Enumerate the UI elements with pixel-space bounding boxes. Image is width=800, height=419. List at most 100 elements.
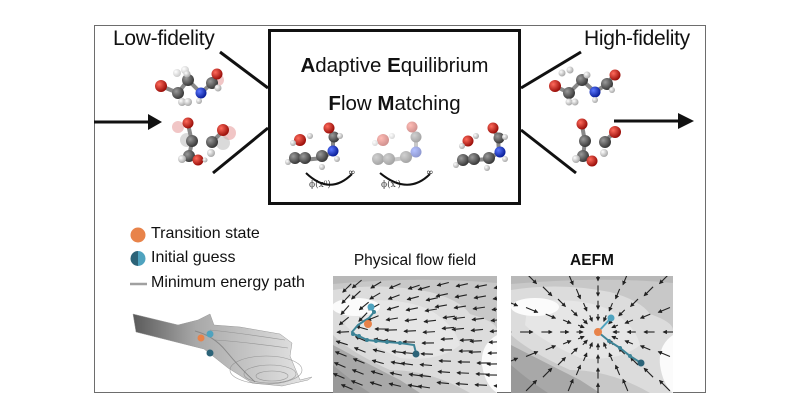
legend-initial-guess: Initial guess [151,249,236,266]
aefm-flow-arrow [577,324,585,329]
physical-initial-guess-dark [412,350,420,358]
physical-flow-arrow [452,316,466,321]
surface-initial-guess-light [206,330,214,338]
left-funnel-bottom [212,126,269,175]
method-box: Adaptive Equilibrium Flow Matching ϕ(x⁰)… [268,29,521,205]
aefm-flow-arrow [639,345,651,351]
physical-flow-arrow [455,381,469,387]
flow-arc-2 [379,172,431,186]
physical-flow-arrow [370,370,383,376]
physical-flow-arrow [353,347,366,353]
aefm-flow-arrow [545,313,557,319]
physical-path [350,307,417,354]
low-fidelity-molecule-2 [172,117,236,166]
physical-flow-arrow [472,306,486,311]
aefm-flow-arrow [624,340,634,345]
physical-flow-arrow [388,283,401,289]
method-title-line-1: Adaptive Equilibrium [271,54,518,78]
physical-flow-arrow [366,315,379,321]
aefm-flow-arrow [631,395,637,409]
high-fidelity-molecule-2 [572,118,621,167]
physical-flow-arrow [423,319,437,324]
aefm-flow-arrow [603,315,608,322]
physical-flow-arrow [488,339,497,345]
aefm-flow-arrow [622,378,629,392]
physical-flow-arrow [334,351,347,357]
aefm-flow-arrow [542,367,553,378]
physical-flow-arrow [436,281,449,287]
physical-flow-arrow [436,380,450,385]
physical-flow-arrow [492,296,497,301]
physical-flow-arrow [406,295,419,301]
physical-flow-arrow [401,350,415,355]
physical-flow-arrow [403,328,417,334]
physical-flow-arrow [425,297,438,302]
title-word-adaptive: daptive [315,54,388,77]
title-word-equilibrium: quilibrium [400,54,489,77]
physical-flow-arrow [340,384,353,390]
aefm-flow-arrow [630,298,639,308]
aefm-flow-arrow [624,319,634,324]
surface-initial-guess-dark [206,349,214,357]
aefm-flow-arrow [582,339,588,346]
physical-flow-arrow [351,369,364,375]
physical-flow-arrow [404,318,418,323]
phi-x0-label: ϕ(x⁰) [309,180,331,190]
aefm-flow-arrow [562,340,572,345]
aefm-initial-guess-dark [637,359,645,367]
molecule-state-0 [285,122,343,170]
aefm-initial-guess-light [607,314,615,322]
aefm-flow-arrow [511,302,519,307]
physical-flow-arrow [341,294,351,304]
input-arrow-head [148,114,162,130]
physical-flow-arrow [451,327,465,332]
physical-flow-arrow [354,336,367,342]
aefm-flow-arrow [614,364,621,376]
aefm-flow-arrow [618,309,626,317]
physical-flow-arrow [400,361,414,366]
title-initial-m: M [377,92,395,115]
initial-guess-marker [130,251,146,266]
aefm-flow-arrow [658,379,671,392]
physical-flow-arrow [333,373,345,379]
physical-flow-arrow [454,294,467,299]
aefm-flow-arrow [631,255,637,269]
physical-flow-arrow [405,307,418,312]
physical-flow-arrow [389,371,402,376]
physical-flow-arrow [387,294,400,300]
left-funnel-top [219,50,269,90]
high-fidelity-molecule-1 [549,66,621,106]
physical-flow-arrow [385,317,399,322]
aefm-flow-arrow [568,276,574,286]
aefm-flow-arrow [643,286,654,297]
physical-flow-arrow [407,284,420,290]
aefm-flow-arrow [608,302,613,312]
physical-flow-arrow [372,348,385,353]
transition-state-marker [130,227,146,243]
aefm-flow-arrow [588,342,593,349]
physical-flow-field-title: Physical flow field [353,252,477,269]
surface-mep [194,330,256,383]
aefm-flow-arrow [562,319,572,324]
title-word-matching: atching [394,92,461,115]
aefm-flow-arrow [639,313,651,319]
aefm-flow-arrow [622,276,628,286]
physical-flow-arrow [453,305,467,310]
physical-flow-arrow [336,329,350,335]
aefm-flow-arrow [611,324,619,329]
physical-initial-guess-light [367,303,375,311]
aefm-flow-arrow [575,288,582,300]
ellipsis-2: ∞ [426,168,434,178]
physical-flow-arrow [342,283,352,293]
aefm-flow-arrow [657,350,671,357]
aefm-flow-arrow [525,350,539,357]
physical-flow-arrow [340,305,350,316]
aefm-flow-panel [511,255,673,409]
physical-flow-arrow [417,285,430,291]
physical-flow-arrow [371,359,384,365]
aefm-flow-arrow [583,302,588,312]
aefm-flow-arrow [545,345,557,351]
aefm-flow-arrow [575,364,582,376]
